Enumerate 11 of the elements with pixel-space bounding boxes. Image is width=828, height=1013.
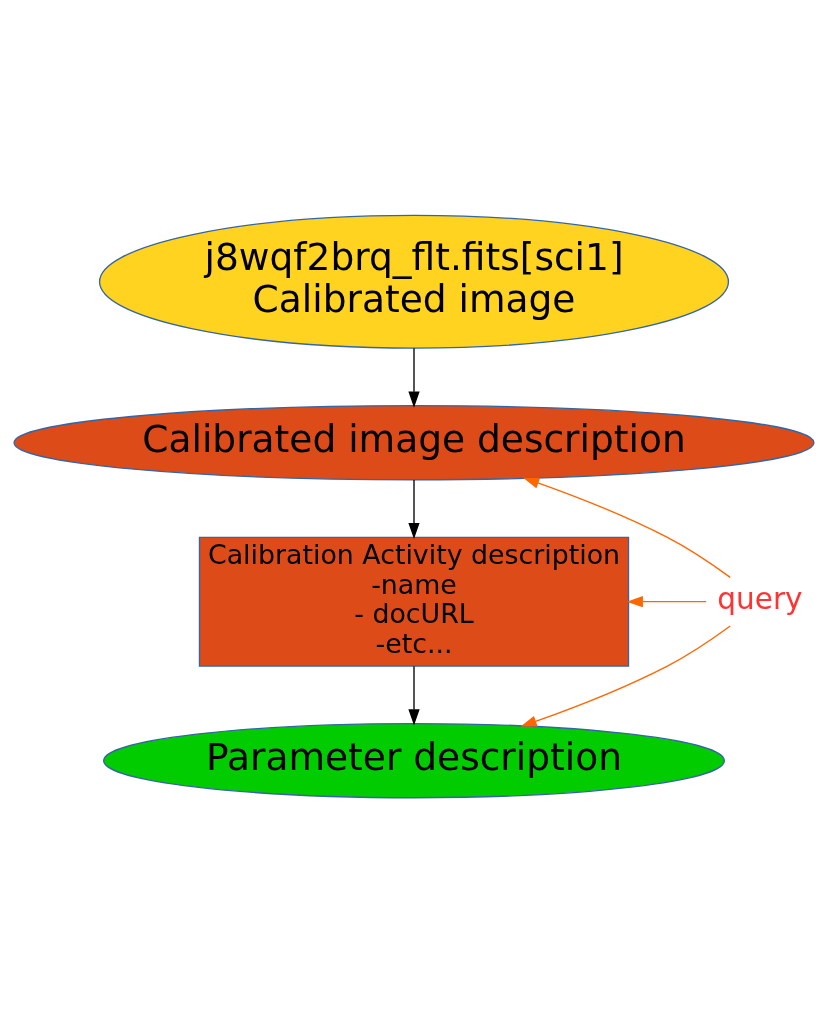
arrow: [520, 625, 731, 727]
node-text: query: [717, 582, 803, 617]
arrow: [523, 477, 731, 579]
arrow: [408, 347, 420, 408]
node-ellipse: j8wqf2brq_flt.fits[sci1] Calibrated image: [98, 214, 730, 349]
node-ellipse: Parameter description: [103, 722, 725, 799]
node-ellipse: Calibrated image description: [13, 404, 815, 481]
arrow: [408, 479, 420, 540]
node-box: Calibration Activity description -name - docURL -etc...: [198, 536, 630, 667]
arrow: [408, 665, 420, 726]
arrow: [626, 596, 707, 608]
